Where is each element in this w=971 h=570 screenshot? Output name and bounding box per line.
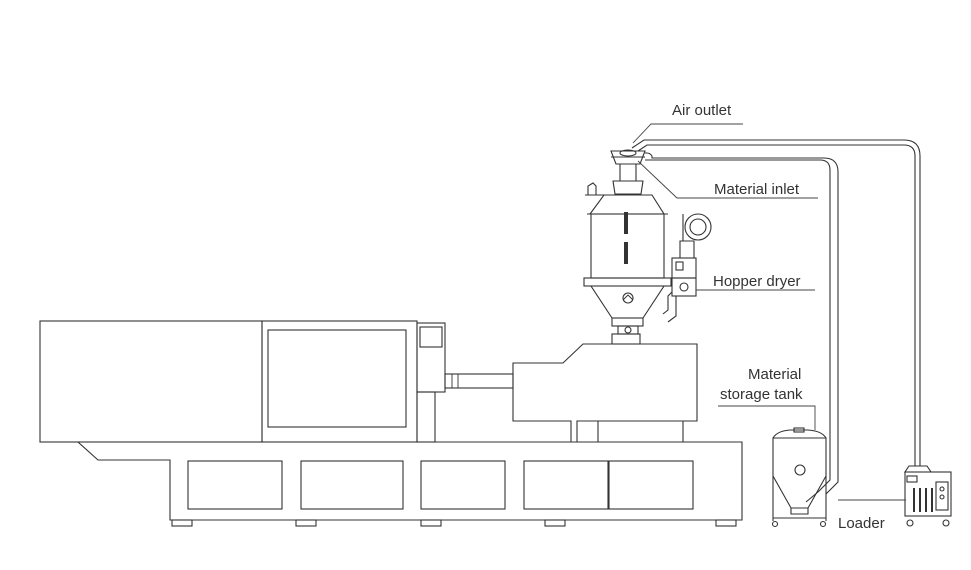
label-hopper-dryer: Hopper dryer (713, 273, 801, 290)
label-air-outlet: Air outlet (672, 102, 732, 119)
labels: Air outlet Material inlet Hopper dryer M… (672, 102, 885, 532)
base-panel (300, 460, 404, 510)
clamp-housing (39, 320, 263, 443)
loader-unit (903, 465, 952, 527)
nozzle-stand (416, 391, 436, 443)
control-panel (416, 322, 446, 393)
conveying-pipes (631, 139, 921, 495)
label-material-inlet: Material inlet (714, 181, 800, 198)
control-screen (419, 326, 443, 348)
base-panel (608, 460, 694, 510)
machine-foot (295, 519, 317, 527)
blower (684, 213, 712, 241)
hopper-neck (619, 163, 637, 182)
material-inlet-leader (637, 160, 818, 199)
sight-glass (624, 212, 628, 234)
sight-glass (624, 242, 628, 264)
air-return-pipe (631, 139, 921, 466)
machine-foot (544, 519, 566, 527)
machine-foot (171, 519, 193, 527)
label-material-storage-tank-line2: storage tank (720, 386, 803, 403)
leader-lines (632, 123, 906, 501)
base-panel (420, 460, 506, 510)
hopper-dryer (583, 149, 712, 335)
safety-window (267, 329, 407, 428)
logo-mark (622, 292, 634, 304)
label-loader: Loader (838, 515, 885, 532)
air-outlet-leader (632, 123, 743, 144)
air-pipe (662, 291, 673, 315)
material-storage-tank (771, 427, 827, 528)
base-panel (187, 460, 283, 510)
machine-foot (420, 519, 442, 527)
injection-unit (512, 343, 698, 443)
storage-tank-leader (718, 405, 816, 430)
vent-pipe (587, 182, 597, 195)
hopper-top-cone (588, 194, 665, 215)
hopper-bottom-cone (589, 285, 666, 319)
injection-barrel (444, 373, 514, 389)
machine-base (76, 441, 743, 521)
discharge-valve (617, 325, 639, 335)
feed-throat (611, 333, 641, 345)
label-material-storage-tank-line1: Material (748, 366, 801, 383)
mold-housing (261, 320, 418, 443)
machine-foot (715, 519, 737, 527)
injection-molding-machine (39, 320, 743, 527)
base-panel (523, 460, 609, 510)
